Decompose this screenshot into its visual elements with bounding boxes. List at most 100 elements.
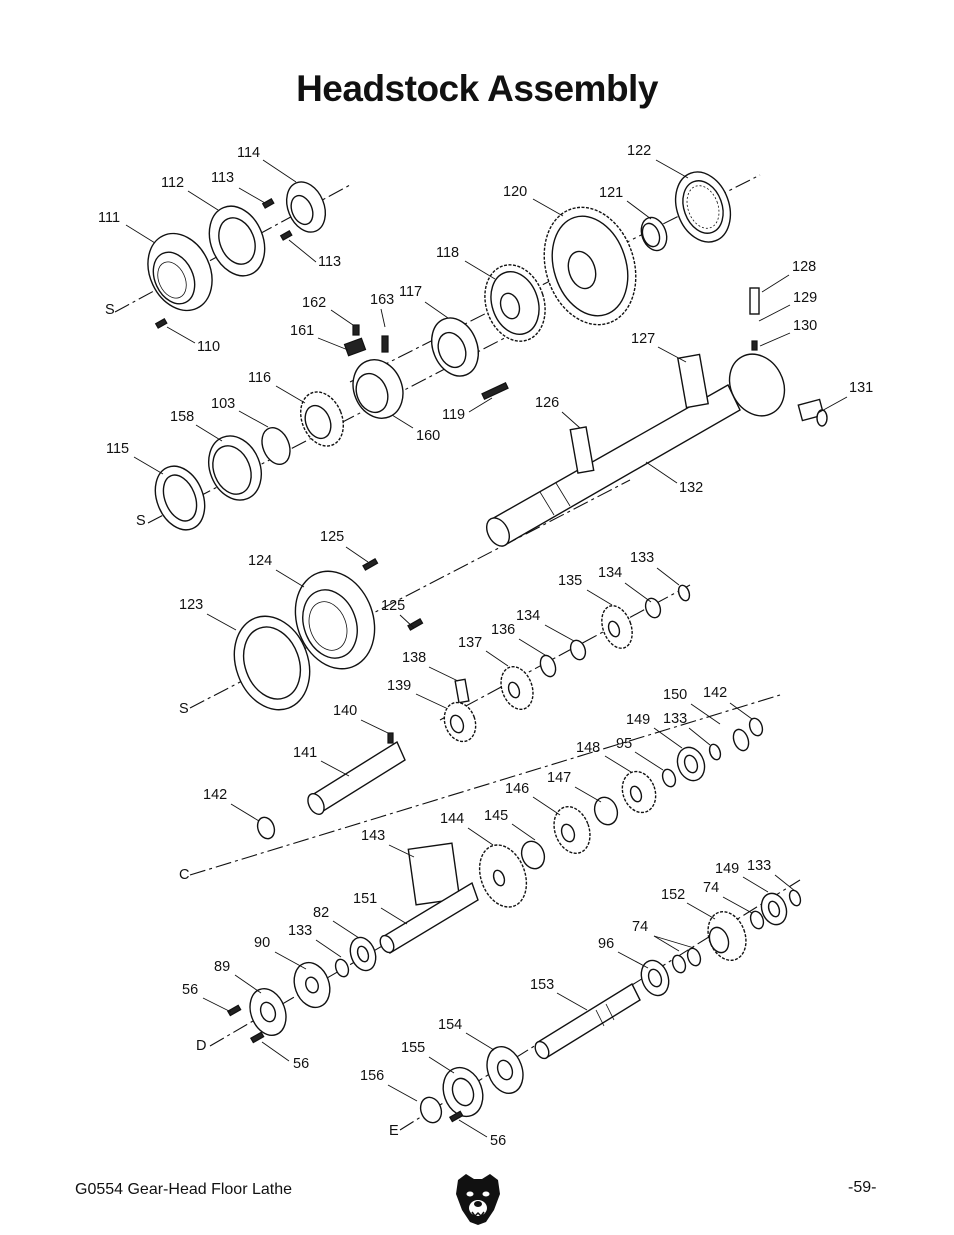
leader-line-p144 xyxy=(467,827,494,846)
leader-line-p136 xyxy=(518,638,546,656)
leader-line-p139 xyxy=(415,693,447,709)
callout-label-p89: 89 xyxy=(214,959,230,975)
leader-line-p74c xyxy=(653,935,695,949)
callout-label-p163: 163 xyxy=(370,292,394,308)
callout-label-p147: 147 xyxy=(547,770,571,786)
callout-label-p141: 141 xyxy=(293,745,317,761)
callout-label-p133d: 133 xyxy=(288,923,312,939)
part-133-ring-d xyxy=(334,958,350,978)
leader-line-p119 xyxy=(468,397,493,413)
part-161-key xyxy=(343,337,367,357)
leader-line-p89 xyxy=(234,974,262,994)
part-155-cover xyxy=(442,1066,484,1118)
part-153-shaft xyxy=(534,983,641,1060)
callout-label-p126: 126 xyxy=(535,395,559,411)
axis-letter-e: E xyxy=(389,1123,399,1139)
leader-line-p74a xyxy=(722,896,753,914)
leader-line-p90 xyxy=(274,951,307,970)
callout-label-p133c: 133 xyxy=(747,858,771,874)
parts xyxy=(147,171,828,1124)
leader-line-p138 xyxy=(428,666,459,682)
callout-label-p113a: 113 xyxy=(211,170,234,186)
part-125-screw-a xyxy=(362,557,379,571)
callout-label-p56c: 56 xyxy=(490,1133,506,1149)
part-121-spacer xyxy=(640,216,668,252)
part-90-plate xyxy=(293,961,331,1009)
leader-line-p140 xyxy=(360,719,389,734)
part-144-gear xyxy=(478,844,528,908)
part-123-gasket xyxy=(233,615,311,711)
leader-line-p127 xyxy=(657,346,687,363)
callout-label-p56b: 56 xyxy=(293,1056,309,1072)
part-143-key xyxy=(407,842,461,906)
callout-label-p135: 135 xyxy=(558,573,582,589)
callout-label-p156: 156 xyxy=(360,1068,384,1084)
callout-label-p146: 146 xyxy=(505,781,529,797)
leader-line-p125a xyxy=(345,546,369,563)
part-141-shaft xyxy=(307,740,406,815)
part-149-bearing-a xyxy=(676,746,706,782)
callout-label-p119: 119 xyxy=(442,407,465,423)
callout-label-p139: 139 xyxy=(387,678,411,694)
leader-line-p113a xyxy=(238,187,266,204)
part-122-bearing xyxy=(674,171,732,243)
callout-label-p122: 122 xyxy=(627,143,651,159)
callout-label-p154: 154 xyxy=(438,1017,462,1033)
leader-line-p129 xyxy=(758,304,791,322)
part-125-screw-b xyxy=(407,617,424,631)
leader-line-p56b xyxy=(261,1041,290,1062)
callout-label-p118: 118 xyxy=(436,245,459,261)
callout-label-p153: 153 xyxy=(530,977,554,993)
part-113-screw-b xyxy=(279,229,293,241)
part-113-screw-a xyxy=(261,197,275,209)
grizzly-bear-logo-icon xyxy=(456,1174,500,1225)
part-82-bearing xyxy=(349,936,377,972)
leader-line-p56a xyxy=(202,997,232,1013)
leader-line-p151 xyxy=(380,907,408,925)
leader-line-p126 xyxy=(561,411,581,429)
part-126-key xyxy=(569,426,595,474)
leader-line-p114 xyxy=(262,159,297,183)
leader-line-p153 xyxy=(556,992,588,1011)
callout-label-p120: 120 xyxy=(503,184,527,200)
part-110-screw xyxy=(154,317,168,329)
leader-line-p74b xyxy=(653,935,680,952)
page-title: Headstock Assembly xyxy=(296,68,658,109)
callout-label-p158: 158 xyxy=(170,409,194,425)
leader-line-p103 xyxy=(238,410,269,428)
axis-letter-s3: S xyxy=(179,701,189,717)
part-112-gasket xyxy=(208,205,266,277)
callout-label-p103: 103 xyxy=(211,396,235,412)
callout-label-p149a: 149 xyxy=(626,712,650,728)
leader-line-p125b xyxy=(399,614,415,629)
callout-label-p115: 115 xyxy=(106,441,129,457)
callout-label-p150: 150 xyxy=(663,687,687,703)
leader-line-p131 xyxy=(817,396,848,414)
part-74-ring-a xyxy=(749,910,765,930)
part-135-gear xyxy=(601,605,633,649)
part-142-ring-a xyxy=(256,816,276,840)
leader-line-p149a xyxy=(653,727,683,749)
leader-line-p142a xyxy=(729,702,753,720)
part-132-spindle xyxy=(486,353,786,547)
leader-line-p96 xyxy=(617,951,649,969)
part-103-ring xyxy=(261,427,291,465)
callout-label-p133b: 133 xyxy=(663,711,687,727)
callout-label-p149b: 149 xyxy=(715,861,739,877)
leader-line-p113b xyxy=(288,239,317,263)
leader-line-p132 xyxy=(645,461,678,484)
part-151-shaft xyxy=(379,881,479,955)
part-117-collar xyxy=(431,317,479,377)
part-133-ring-c xyxy=(788,889,802,907)
callout-label-p136: 136 xyxy=(491,622,515,638)
leader-line-p163 xyxy=(380,308,386,328)
part-74-ring-b xyxy=(686,947,702,967)
part-150-bearing xyxy=(732,728,750,752)
leader-line-p82 xyxy=(332,920,360,939)
leader-line-p111 xyxy=(125,224,156,244)
callout-label-p90: 90 xyxy=(254,935,270,951)
part-163-screw xyxy=(381,335,389,353)
leader-line-p120 xyxy=(532,198,564,217)
callout-label-p130: 130 xyxy=(793,318,817,334)
